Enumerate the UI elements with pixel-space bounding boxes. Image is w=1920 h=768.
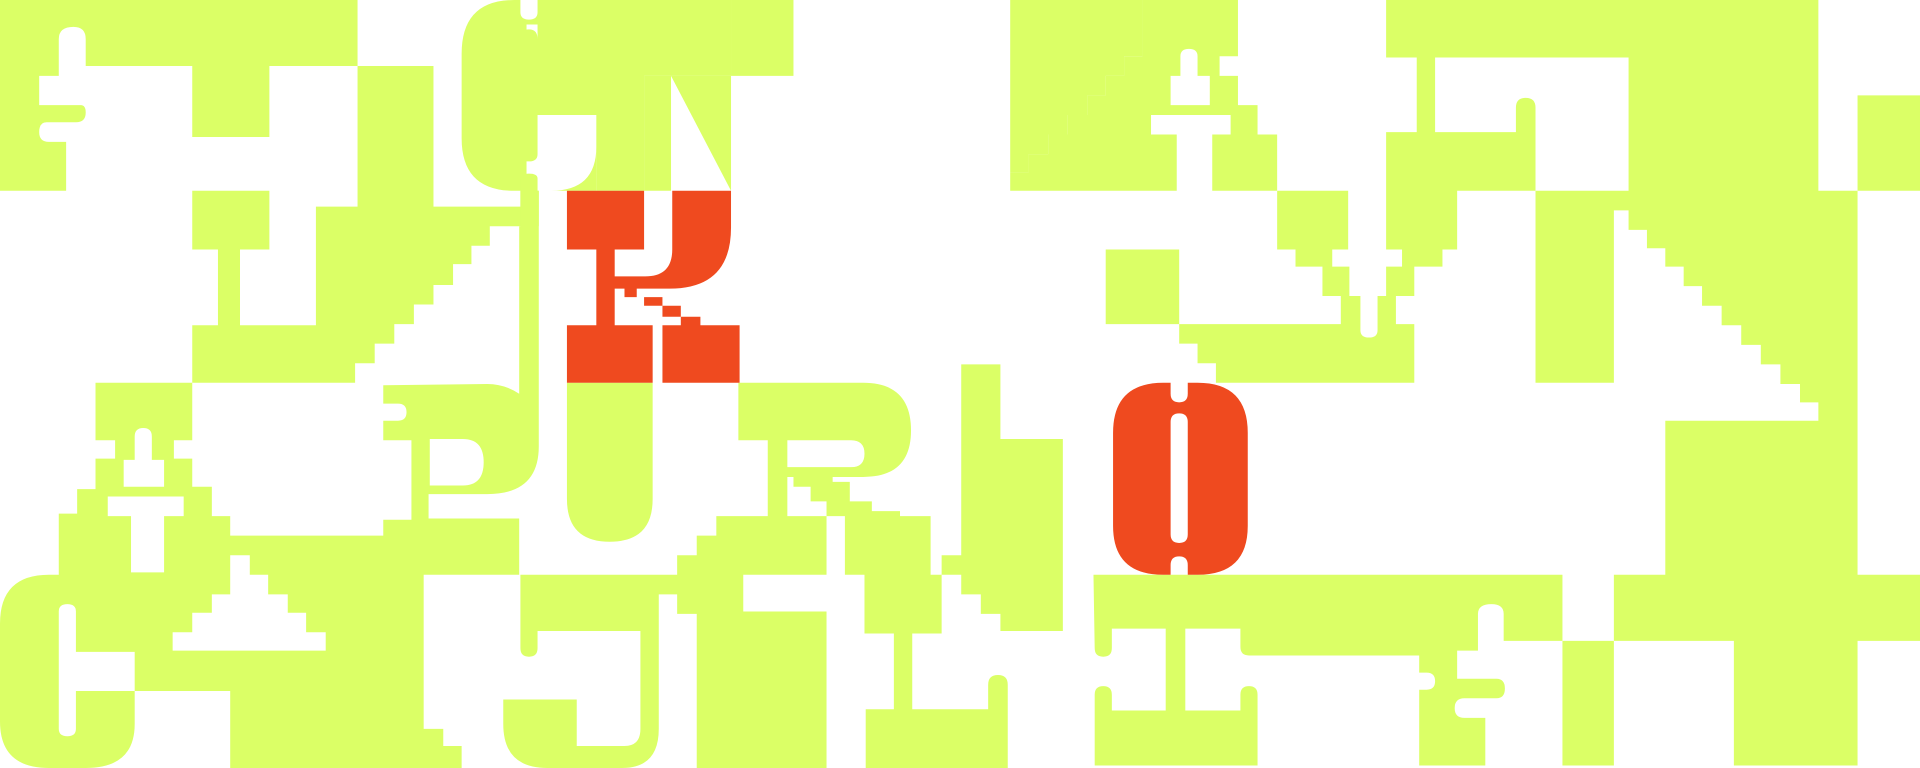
glyph-right-edge xyxy=(1857,95,1920,191)
glyph-right-upper xyxy=(1105,0,1920,766)
glyph-top-left xyxy=(0,0,358,191)
glyph-pill-mid xyxy=(566,382,653,542)
k-like-glyph xyxy=(566,190,740,383)
glyph-stair-left xyxy=(192,66,539,383)
counter-a-left-top xyxy=(123,428,165,487)
glyph-a-top xyxy=(1010,0,1278,191)
o-like-glyph xyxy=(1113,382,1248,575)
counter-layer xyxy=(107,428,484,651)
glyph-r-lower xyxy=(503,364,1063,768)
glyph-bottom-right-notch xyxy=(1562,640,1614,766)
counter-a-left xyxy=(107,496,184,573)
glyph-bottom-center xyxy=(1093,574,1563,766)
glyph-column-stem xyxy=(0,146,597,768)
glyph-column-c xyxy=(461,0,732,191)
accent-glyph-layer xyxy=(566,190,1248,575)
glyph-band-top xyxy=(644,0,1143,191)
counter-p xyxy=(429,439,484,486)
counter-delta xyxy=(172,555,326,651)
